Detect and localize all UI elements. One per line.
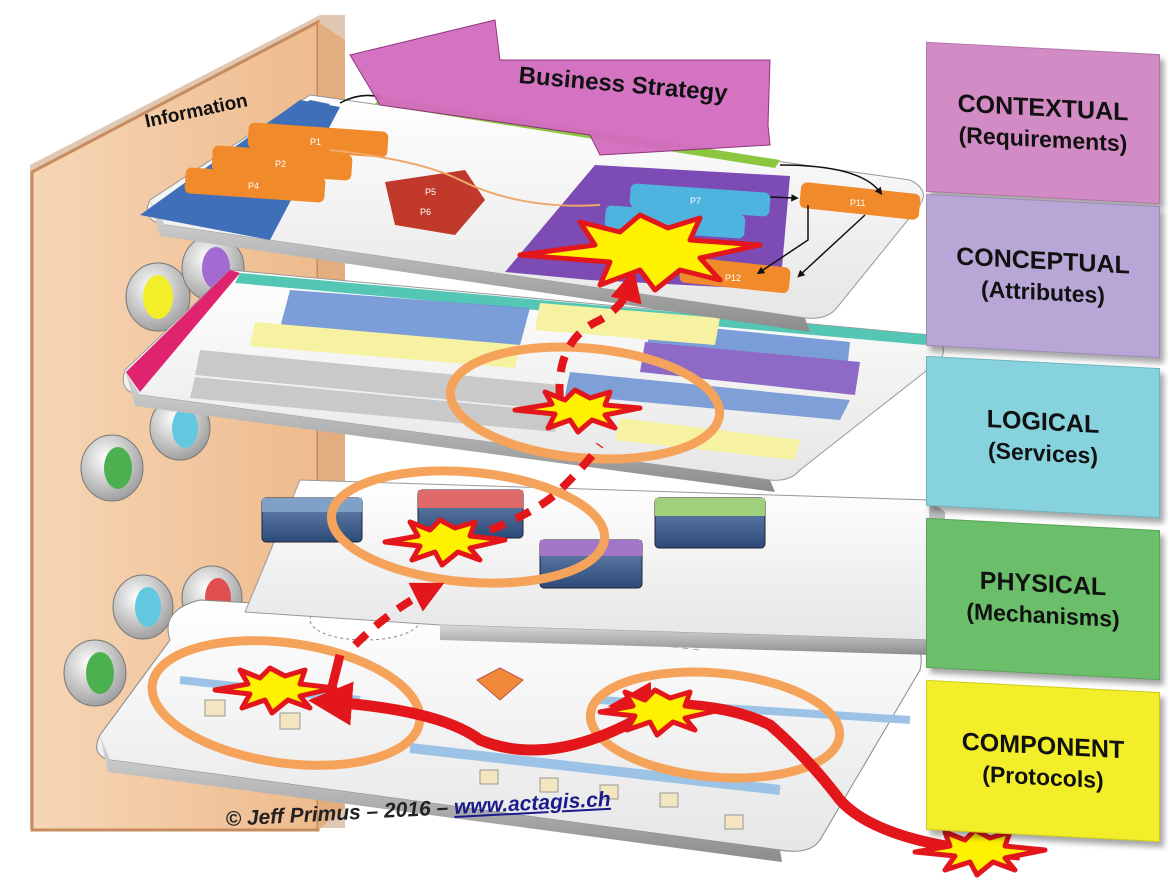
layer-subtitle: (Protocols) bbox=[982, 760, 1104, 794]
process-label-p1: P1 bbox=[310, 137, 321, 147]
layer-label-logical: LOGICAL (Services) bbox=[926, 355, 1160, 519]
conceptual-plate: P1 P2 P4 P5 P6 P7 P11 P12 bbox=[140, 92, 924, 332]
process-label-p5: P5 bbox=[425, 187, 436, 197]
cyan-button bbox=[149, 395, 211, 461]
server-box bbox=[654, 497, 766, 549]
yellow-button bbox=[125, 262, 191, 332]
burst-icon bbox=[517, 212, 763, 293]
burst-icon bbox=[512, 387, 643, 435]
burst-icon bbox=[382, 517, 508, 568]
layer-label-physical: PHYSICAL (Mechanisms) bbox=[926, 517, 1160, 681]
burst-icon bbox=[597, 687, 723, 738]
burst-icon bbox=[212, 665, 338, 716]
attack-bursts bbox=[212, 212, 1048, 878]
cyan-button bbox=[112, 574, 174, 640]
server-box bbox=[261, 497, 363, 543]
impact-rings bbox=[147, 342, 845, 783]
layer-label-component: COMPONENT (Protocols) bbox=[926, 679, 1160, 843]
process-boxes bbox=[184, 122, 921, 294]
layer-subtitle: (Attributes) bbox=[981, 275, 1105, 309]
layer-label-contextual: CONTEXTUAL (Requirements) bbox=[926, 41, 1160, 205]
green-button bbox=[63, 639, 127, 707]
process-label-p6: P6 bbox=[420, 207, 431, 217]
process-label-p7: P7 bbox=[690, 196, 701, 206]
green-button bbox=[80, 434, 144, 502]
process-label-p12: P12 bbox=[725, 273, 741, 283]
layer-label-conceptual: CONCEPTUAL (Attributes) bbox=[926, 193, 1160, 359]
layer-subtitle: (Services) bbox=[988, 437, 1098, 469]
burst-icon bbox=[912, 827, 1048, 878]
logical-plate bbox=[122, 269, 944, 492]
business-strategy-arrow bbox=[349, 19, 771, 156]
process-label-p11: P11 bbox=[850, 198, 865, 208]
process-label-p2: P2 bbox=[275, 159, 286, 169]
process-label-p4: P4 bbox=[248, 181, 259, 191]
